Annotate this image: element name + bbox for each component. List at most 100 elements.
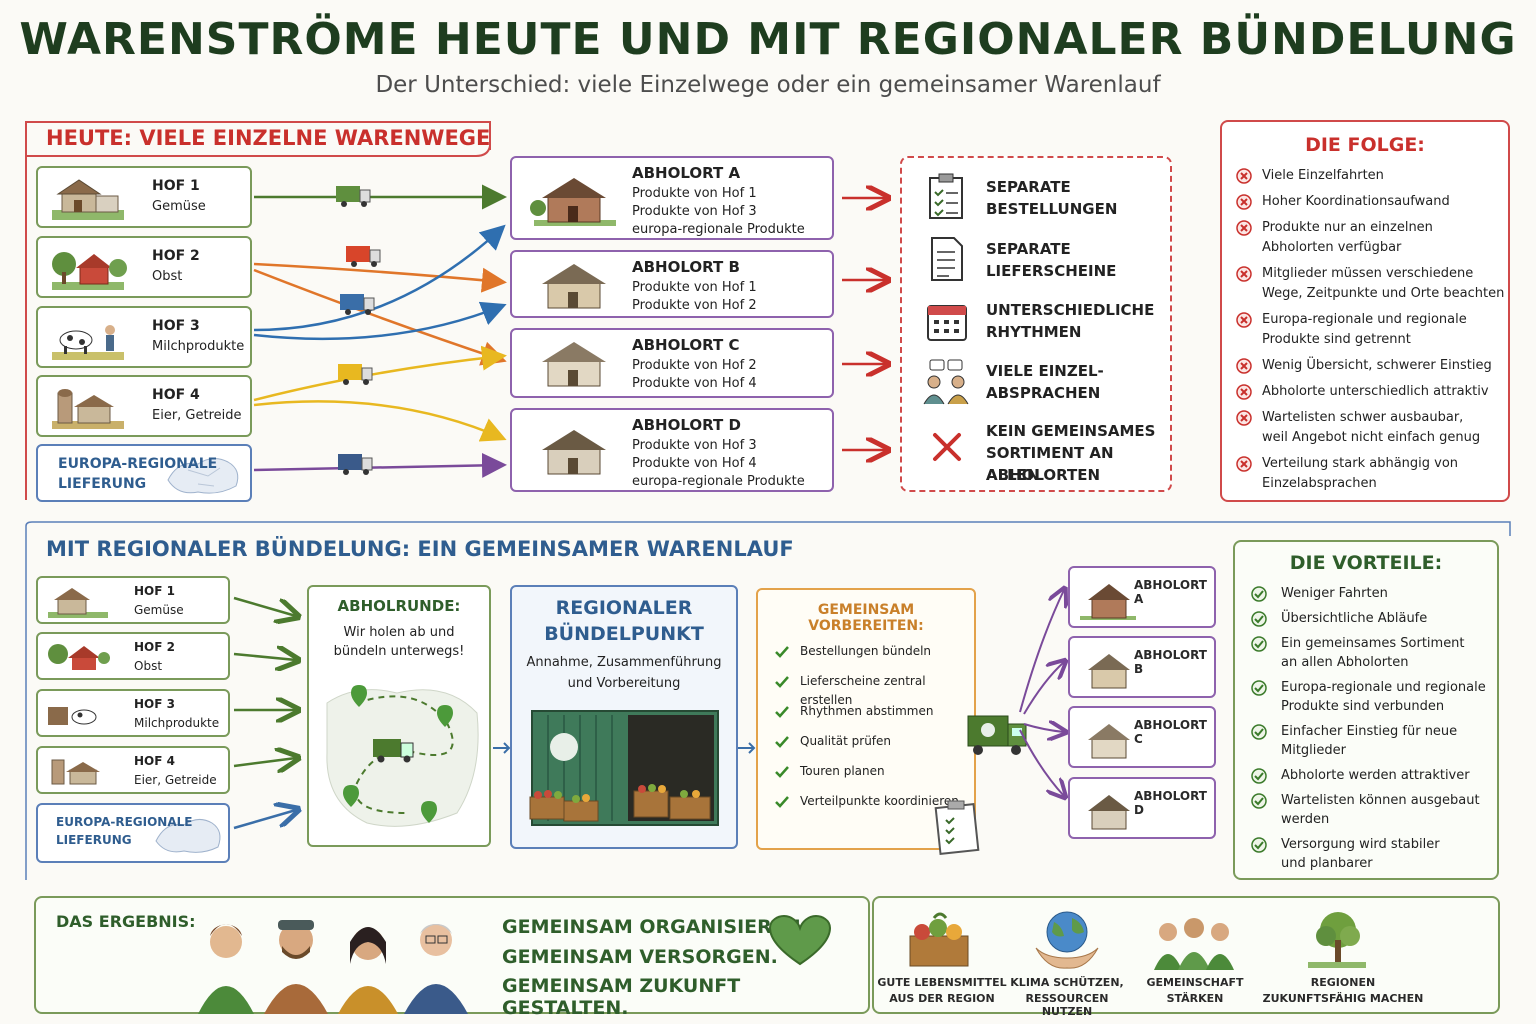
arrow-to-hub (493, 742, 511, 754)
today-flow-arrows (253, 184, 507, 478)
consequences-panel: SEPARATE BESTELLUNGEN SEPARATE LIEFERSCH… (900, 156, 1172, 492)
abholrunde-title: ABHOLRUNDE: (337, 597, 461, 615)
x-circle-icon (1236, 312, 1252, 328)
vorteil-item: Weniger Fahrten (1281, 586, 1388, 601)
hub-title: BÜNDELPUNKT (544, 623, 704, 645)
x-circle-icon (1236, 194, 1252, 210)
abholort-title: ABHOLORT A (1134, 578, 1207, 606)
heart-icon (768, 914, 832, 966)
x-circle-icon (1236, 168, 1252, 184)
source-name: HOF 4 (152, 387, 200, 403)
vorteil-item: Wartelisten können ausgebaut (1281, 793, 1480, 808)
hub-text: Annahme, Zusammenführung (526, 655, 722, 670)
x-circle-icon (1236, 358, 1252, 374)
folge-item: Mitglieder müssen verschiedene (1262, 266, 1474, 281)
benefit-label: AUS DER REGION (889, 992, 995, 1005)
source-name: HOF 1 (134, 584, 175, 598)
house-icon (542, 342, 606, 387)
consequence-label: SEPARATE (986, 240, 1071, 258)
vorteil-item: Versorgung wird stabiler (1281, 837, 1440, 852)
today-source-hof3: HOF 3 Milchprodukte (36, 306, 252, 368)
folge-item: Europa-regionale und regionale (1262, 312, 1467, 327)
consequence-label: BESTELLUNGEN (986, 200, 1118, 218)
check-icon (775, 766, 789, 778)
silo-farm-icon (51, 759, 100, 785)
source-product: Eier, Getreide (152, 408, 242, 423)
community-icon (1154, 918, 1234, 970)
europe-map-icon (167, 458, 239, 494)
bundling-abholort-c: ABHOLORT C (1068, 706, 1216, 768)
consequence-label: RHYTHMEN (986, 323, 1082, 341)
farm-house-icon (48, 588, 108, 618)
consequence-label: VIELE EINZEL- (986, 362, 1104, 380)
orchard-icon (52, 252, 127, 290)
check-icon (775, 706, 789, 718)
bundling-source-hof2: HOF 2 Obst (36, 632, 230, 680)
folge-item: Einzelabsprachen (1262, 476, 1377, 491)
source-name: HOF 3 (134, 697, 175, 711)
bundling-source-europa: EUROPA-REGIONALE LIEFERUNG (36, 803, 230, 863)
today-source-hof1: HOF 1 Gemüse (36, 166, 252, 228)
prepare-item: Lieferscheine zentral erstellen (800, 674, 926, 707)
abholort-title: ABHOLORT A (632, 164, 741, 182)
vorteil-item: Übersichtliche Abläufe (1281, 611, 1428, 626)
bundling-abholort-a: ABHOLORT A (1068, 566, 1216, 628)
truck-icon (336, 186, 371, 207)
consequence-label: SORTIMENT AN ALLEN (986, 444, 1114, 484)
prepare-panel: GEMEINSAM VORBEREITEN: Bestellungen bünd… (756, 588, 980, 855)
house-icon (1080, 584, 1136, 620)
truck-icon (373, 739, 414, 763)
abholrunde-text: bündeln unterwegs! (333, 644, 465, 659)
folge-item: Verteilung stark abhängig von (1262, 456, 1459, 471)
today-frame (25, 121, 491, 500)
folge-item: Wenig Übersicht, schwerer Einstieg (1262, 358, 1492, 373)
house-icon (1088, 654, 1130, 689)
orchard-icon (48, 644, 110, 670)
consequence-arrows (842, 180, 894, 470)
house-icon (542, 430, 606, 475)
benefit-label: STÄRKEN (1166, 992, 1224, 1005)
abholort-title: ABHOLORT C (632, 336, 740, 354)
folge-item: Produkte nur an einzelnen (1262, 220, 1433, 235)
abholort-line: Produkte von Hof 3 (632, 438, 757, 453)
benefits-panel: GUTE LEBENSMITTEL AUS DER REGION KLIMA S… (872, 896, 1500, 1018)
abholort-title: ABHOLORT D (1134, 789, 1207, 817)
folge-item: Wege, Zeitpunkte und Orte beachten (1262, 286, 1505, 301)
check-icon (775, 736, 789, 748)
today-abholort-a: ABHOLORT A Produkte von Hof 1 Produkte v… (510, 156, 834, 240)
vorteile-title: DIE VORTEILE: (1289, 552, 1443, 574)
prepare-item: Bestellungen bündeln (800, 644, 932, 658)
consequence-label: SEPARATE (986, 178, 1071, 196)
abholort-line: Produkte von Hof 1 (632, 280, 757, 295)
today-source-europa: EUROPA-REGIONALE LIEFERUNG (36, 444, 252, 502)
abholort-title: ABHOLORT C (1134, 718, 1207, 746)
result-slogan: GEMEINSAM ZUKUNFT GESTALTEN. (502, 975, 741, 1019)
container-icon (529, 710, 719, 826)
vorteil-item: Europa-regionale und regionale (1281, 680, 1486, 695)
vorteil-item: werden (1281, 812, 1330, 827)
x-circle-icon (1236, 384, 1252, 400)
abholort-line: Produkte von Hof 4 (632, 456, 757, 471)
source-product: Obst (152, 269, 183, 284)
folge-item: Hoher Koordinationsaufwand (1262, 194, 1450, 209)
truck-icon (338, 454, 373, 475)
vorteil-item: Ein gemeinsames Sortiment (1281, 636, 1465, 651)
bundling-source-hof3: HOF 3 Milchprodukte (36, 689, 230, 737)
abholort-title: ABHOLORT D (632, 416, 741, 434)
benefit-label: KLIMA SCHÜTZEN, (1010, 976, 1124, 989)
result-slogan: GEMEINSAM ORGANISIEREN. (502, 916, 808, 938)
x-circle-icon (1236, 266, 1252, 282)
consequence-label: UNTERSCHIEDLICHE (986, 301, 1155, 319)
vorteil-item: Mitglieder (1281, 743, 1346, 758)
source-product: LIEFERUNG (56, 833, 132, 847)
result-title: DAS ERGEBNIS: (56, 912, 196, 931)
prepare-item: Qualität prüfen (800, 734, 892, 748)
vorteil-item: und planbarer (1281, 856, 1373, 871)
source-product: Gemüse (134, 603, 184, 617)
folge-title: DIE FOLGE: (1305, 134, 1425, 156)
check-circle-icon (1251, 611, 1267, 627)
source-product: LIEFERUNG (58, 476, 147, 492)
folge-item: Abholorte unterschiedlich attraktiv (1262, 384, 1489, 399)
europe-map-icon (155, 819, 221, 853)
